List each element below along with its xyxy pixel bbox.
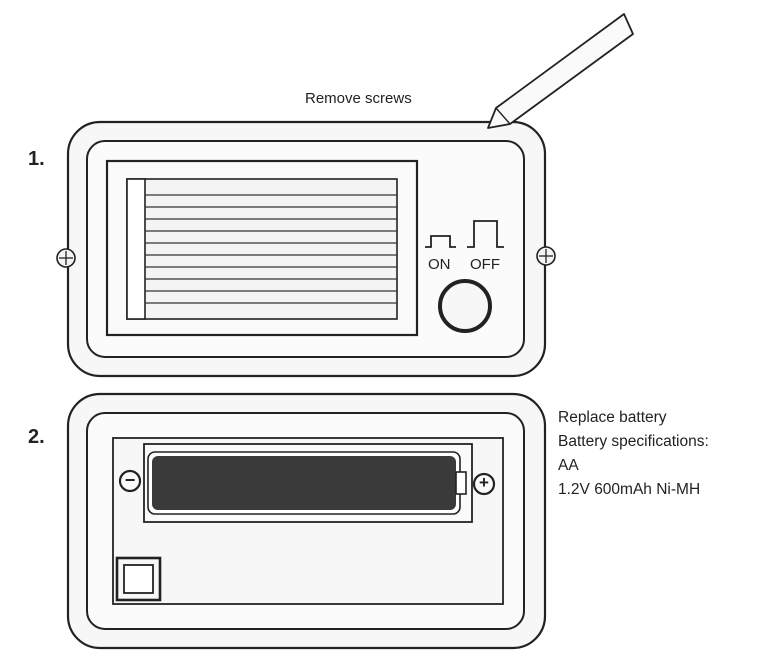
screw-left-icon — [56, 248, 76, 268]
spec-line-rating: 1.2V 600mAh Ni-MH — [558, 481, 701, 498]
remove-screws-caption: Remove screws — [305, 90, 412, 107]
spec-line-replace: Replace battery — [558, 409, 667, 426]
plus-symbol: + — [479, 473, 489, 492]
minus-symbol: − — [124, 470, 136, 490]
switch-off-label: OFF — [470, 256, 500, 273]
switch-off-icon — [467, 220, 504, 248]
plus-terminal-icon — [472, 472, 496, 496]
battery-spec-block: Replace battery Battery specifications: … — [558, 406, 709, 502]
minus-terminal-icon — [118, 469, 142, 493]
switch-on-label: ON — [428, 256, 451, 273]
small-square-icon — [115, 556, 162, 602]
switch-on-icon — [425, 235, 456, 248]
step-1-number: 1. — [28, 148, 45, 170]
screw-right-icon — [536, 246, 556, 266]
spec-line-heading: Battery specifications: — [558, 433, 709, 450]
step-2-number: 2. — [28, 426, 45, 448]
round-button-icon — [438, 279, 492, 333]
solar-panel-window — [105, 159, 419, 337]
spec-line-size: AA — [558, 457, 579, 474]
aa-battery — [147, 451, 467, 515]
screwdriver-icon — [487, 13, 634, 129]
